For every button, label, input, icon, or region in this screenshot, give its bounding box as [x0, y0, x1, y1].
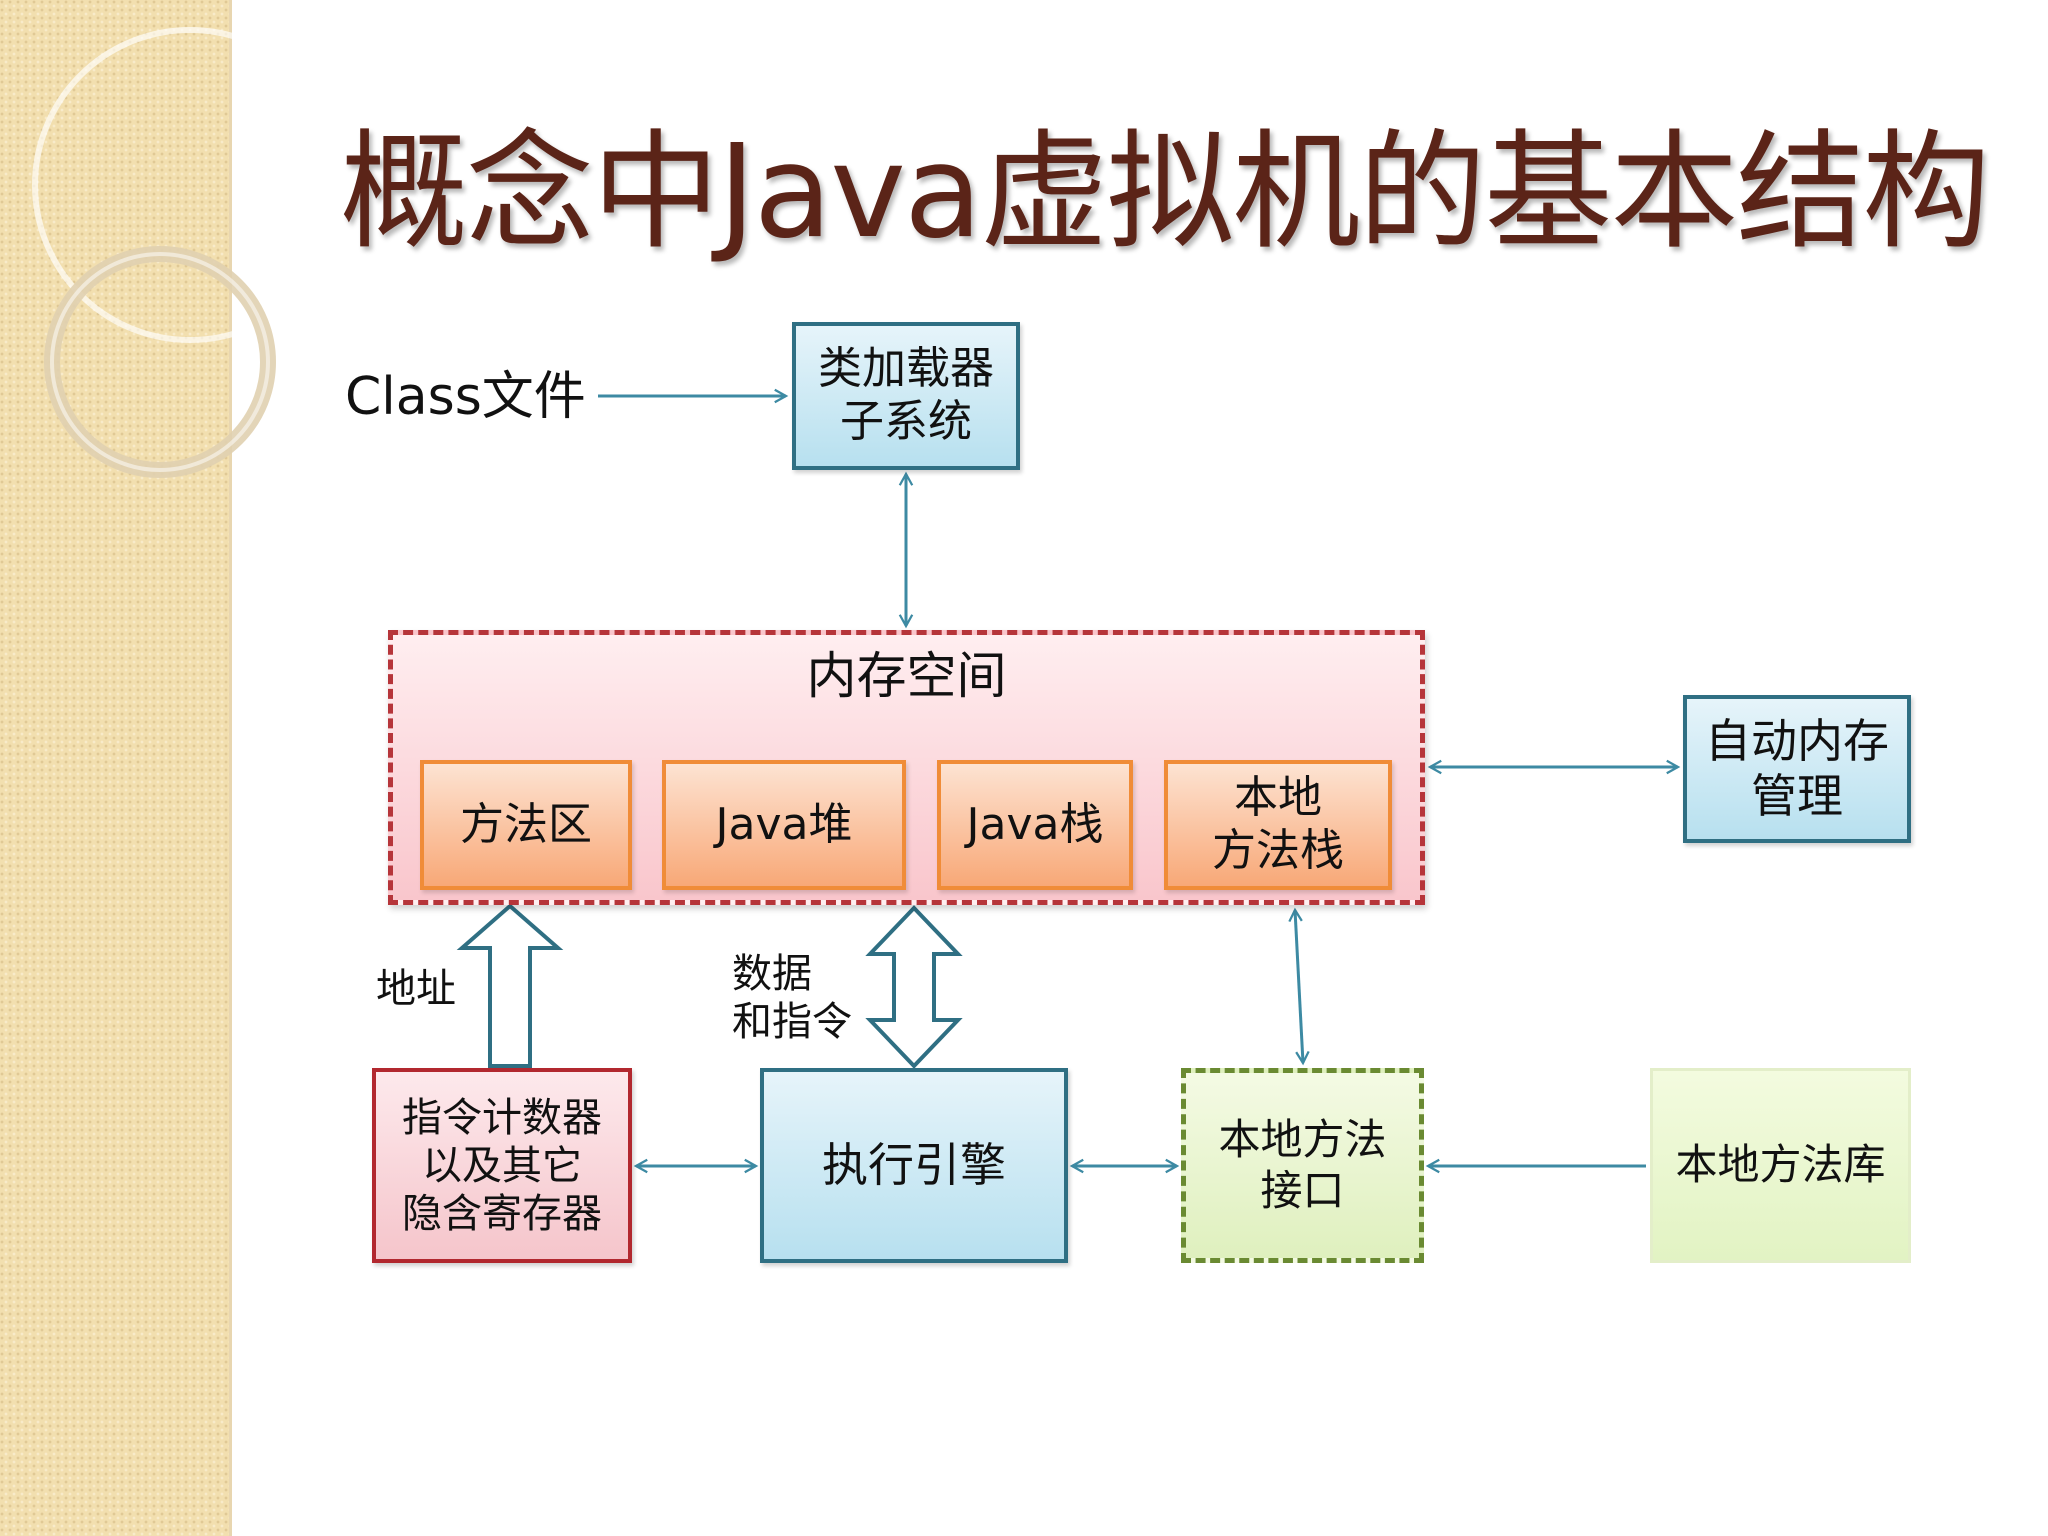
- pc-register-box: 指令计数器 以及其它 隐含寄存器: [372, 1068, 632, 1263]
- native-method-library: 本地方法库: [1650, 1068, 1911, 1263]
- slide-title: 概念中Java虚拟机的基本结构: [340, 118, 1990, 267]
- deco-ring-large: [32, 27, 300, 343]
- data-and-instructions-label: 数据 和指令: [732, 951, 852, 1045]
- execution-engine: 执行引擎: [760, 1068, 1068, 1263]
- native-method-stack: 本地 方法栈: [1164, 760, 1392, 890]
- java-stack: Java栈: [937, 760, 1133, 890]
- decorative-rings: [32, 27, 300, 478]
- deco-ring-small-inner: [50, 252, 270, 472]
- java-heap: Java堆: [662, 760, 906, 890]
- class-loader-subsystem: 类加载器 子系统: [792, 322, 1020, 470]
- block-arrow-data-instructions: [865, 905, 963, 1069]
- address-label: 地址: [376, 966, 456, 1012]
- block-arrow-address: [456, 903, 564, 1068]
- memory-space-title: 内存空间: [806, 647, 1007, 705]
- auto-memory-management: 自动内存 管理: [1683, 695, 1911, 843]
- class-file-label: Class文件: [345, 367, 586, 427]
- method-area: 方法区: [420, 760, 632, 890]
- native-method-interface: 本地方法 接口: [1181, 1068, 1424, 1263]
- side-strip-edge: [229, 0, 232, 1536]
- arrow-native-stack-interface: [1288, 907, 1310, 1066]
